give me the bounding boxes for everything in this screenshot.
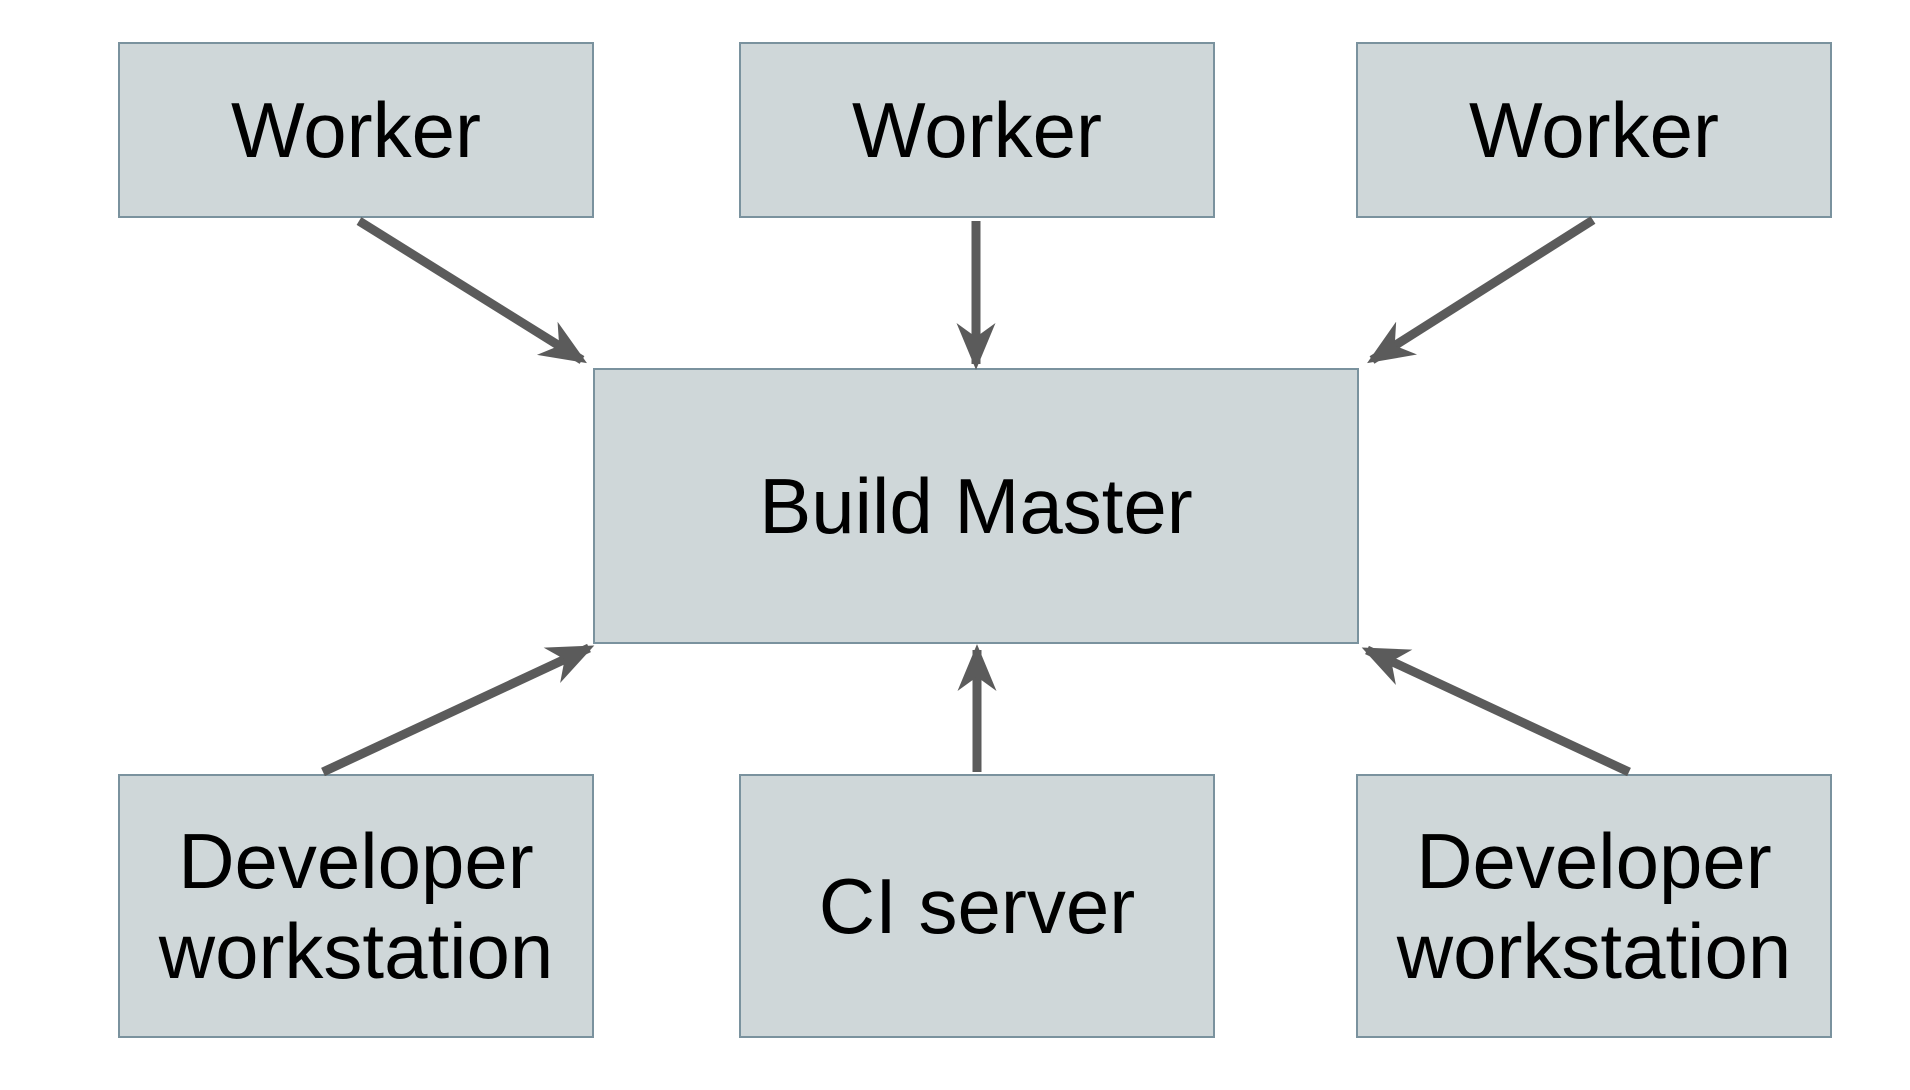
node-ci-server: CI server (739, 774, 1215, 1038)
edge-dev-workstation-left-to-build-master (321, 643, 595, 777)
node-build-master: Build Master (593, 368, 1359, 644)
node-ci-server-label: CI server (818, 861, 1136, 950)
node-developer-workstation-right: Developer workstation (1356, 774, 1832, 1038)
node-worker-2-label: Worker (852, 85, 1102, 174)
node-worker-3-label: Worker (1469, 85, 1719, 174)
node-developer-workstation-right-label: Developer workstation (1396, 816, 1792, 995)
node-developer-workstation-left-label: Developer workstation (158, 816, 554, 995)
edge-dev-workstation-right-to-build-master (1361, 645, 1631, 777)
node-worker-2: Worker (739, 42, 1215, 218)
node-build-master-label: Build Master (759, 461, 1193, 550)
node-developer-workstation-left: Developer workstation (118, 774, 594, 1038)
node-worker-1: Worker (118, 42, 594, 218)
edge-worker-3-to-build-master (1367, 216, 1596, 364)
node-worker-1-label: Worker (231, 85, 481, 174)
node-worker-3: Worker (1356, 42, 1832, 218)
edge-worker-1-to-build-master (356, 217, 587, 364)
